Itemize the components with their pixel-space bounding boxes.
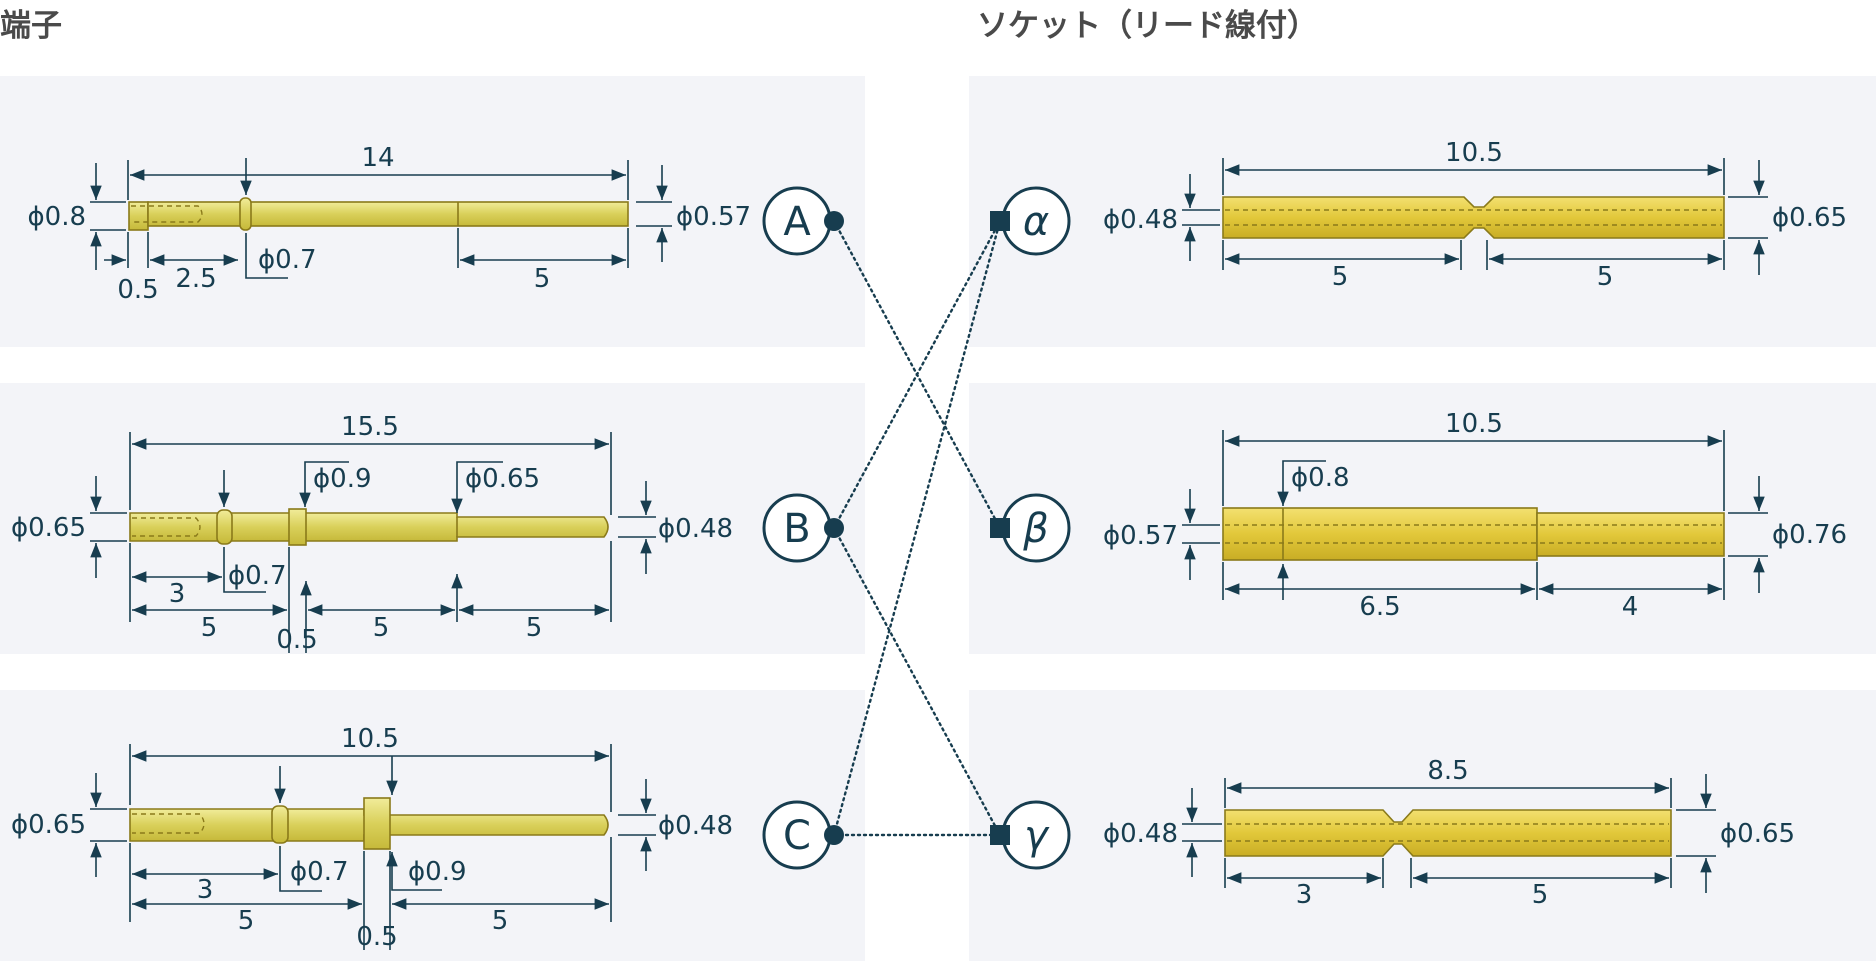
node-alpha-label: α: [1023, 199, 1049, 245]
node-c: [762, 800, 844, 870]
terminal-c-dim-0: 3: [197, 875, 214, 905]
socket-gamma-drawing: [1182, 774, 1716, 893]
terminal-a-dim-0: 0.5: [117, 275, 158, 305]
terminal-c-dim-3: 5: [492, 906, 509, 936]
terminal-b-left-diameter: ϕ0.65: [11, 513, 86, 543]
terminal-b-dim-3: 5: [373, 613, 390, 643]
terminal-c-dim-2: 0.5: [356, 922, 397, 952]
terminal-c-left-diameter: ϕ0.65: [11, 810, 86, 840]
node-gamma-label: γ: [1024, 813, 1050, 859]
node-beta: [990, 493, 1071, 563]
socket-alpha-dim-1: 5: [1597, 262, 1614, 292]
node-beta-label: β: [1022, 506, 1049, 552]
node-alpha: [990, 186, 1071, 256]
terminal-a-right-diameter: ϕ0.57: [676, 202, 751, 232]
socket-alpha-dim-0: 5: [1332, 262, 1349, 292]
node-b-label: B: [783, 506, 810, 552]
socket-gamma-right-diameter: ϕ0.65: [1720, 819, 1795, 849]
socket-beta-dim-0: 6.5: [1359, 592, 1400, 622]
socket-alpha-left-diameter: ϕ0.48: [1103, 205, 1178, 235]
terminal-c-collar-diameter: ϕ0.9: [408, 857, 467, 887]
node-a-label: A: [783, 199, 811, 245]
terminal-a-left-diameter: ϕ0.8: [28, 202, 87, 232]
node-c-label: C: [783, 813, 811, 859]
terminal-a-drawing: [90, 158, 672, 279]
connection-b-gamma: [832, 526, 1002, 837]
socket-heading: ソケット（リード線付）: [977, 8, 1318, 44]
terminal-b-dim-4: 5: [526, 613, 543, 643]
socket-beta-overall-length: 10.5: [1445, 409, 1503, 439]
socket-alpha-overall-length: 10.5: [1445, 138, 1503, 168]
terminal-a-overall-length: 14: [361, 143, 394, 173]
socket-gamma-dim-1: 5: [1532, 880, 1549, 910]
terminal-c-overall-length: 10.5: [341, 724, 399, 754]
terminal-b-groove-diameter: ϕ0.7: [228, 561, 287, 591]
node-a: [762, 186, 844, 256]
terminal-a-dim-1: 2.5: [175, 264, 216, 294]
terminal-heading: 端子: [0, 8, 62, 44]
socket-gamma-left-diameter: ϕ0.48: [1103, 819, 1178, 849]
terminal-b-right-diameter: ϕ0.48: [658, 514, 733, 544]
terminal-b-drawing: [90, 432, 656, 653]
socket-beta-dim-1: 4: [1622, 592, 1639, 622]
terminal-c-dim-1: 5: [238, 906, 255, 936]
socket-alpha-drawing: [1182, 158, 1768, 275]
socket-beta-drawing: [1182, 430, 1768, 600]
terminal-b-step-diameter: ϕ0.65: [465, 464, 540, 494]
connection-b-alpha: [832, 219, 1002, 530]
terminal-c-right-diameter: ϕ0.48: [658, 811, 733, 841]
socket-beta-left-diameter: ϕ0.57: [1103, 521, 1178, 551]
terminal-b-dim-1: 5: [201, 613, 218, 643]
socket-beta-step-diameter: ϕ0.8: [1291, 463, 1350, 493]
socket-beta-right-diameter: ϕ0.76: [1772, 520, 1847, 550]
socket-alpha-right-diameter: ϕ0.65: [1772, 203, 1847, 233]
terminal-a-dim-2: 5: [534, 264, 551, 294]
connection-lines: [832, 219, 1002, 837]
terminal-c-groove-diameter: ϕ0.7: [290, 857, 349, 887]
terminal-b-dim-0: 3: [169, 579, 186, 609]
node-gamma: [990, 800, 1071, 870]
node-b: [762, 493, 844, 563]
socket-gamma-overall-length: 8.5: [1427, 756, 1468, 786]
connection-c-alpha: [832, 219, 1002, 837]
terminal-a-groove-diameter: ϕ0.7: [258, 245, 317, 275]
socket-gamma-dim-0: 3: [1296, 880, 1313, 910]
terminal-b-collar-diameter: ϕ0.9: [313, 464, 372, 494]
terminal-b-dim-2: 0.5: [276, 625, 317, 655]
terminal-b-overall-length: 15.5: [341, 412, 399, 442]
terminal-c-drawing: [90, 744, 656, 950]
